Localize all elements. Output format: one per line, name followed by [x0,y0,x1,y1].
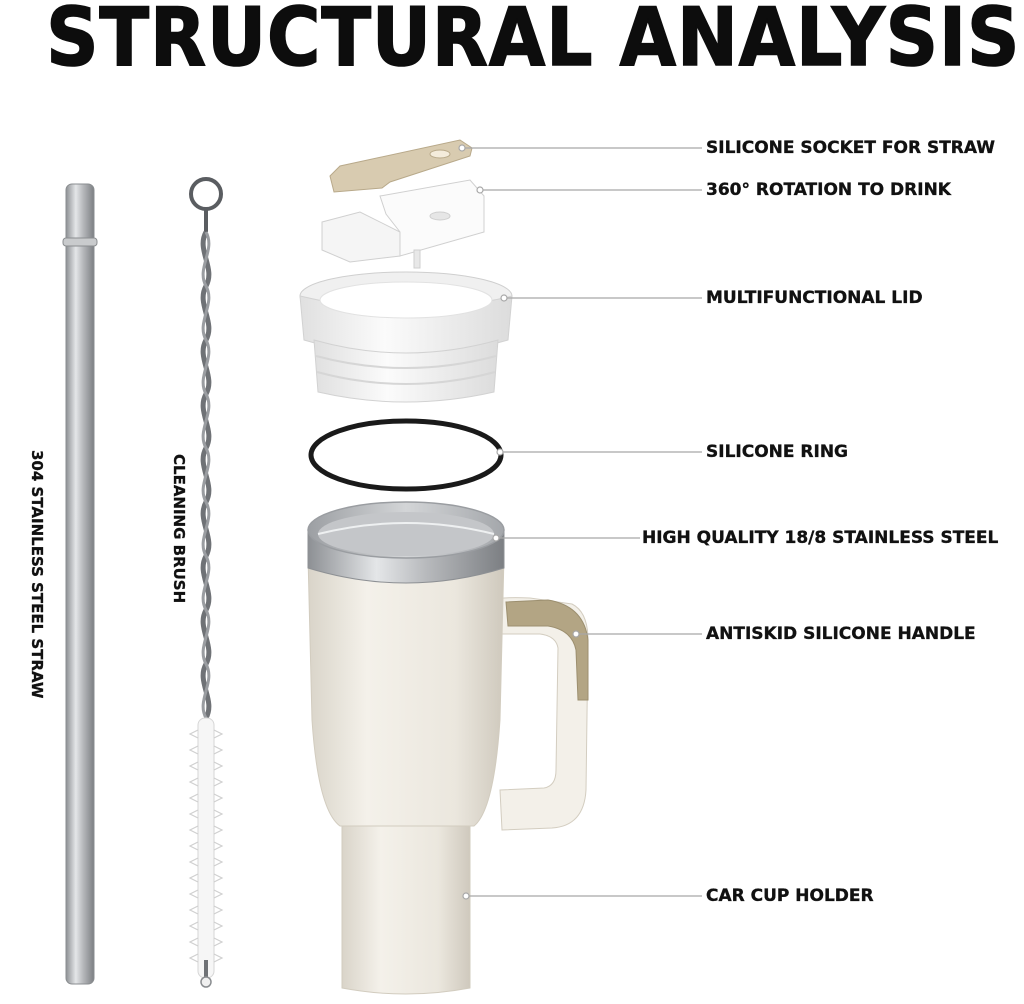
cleaning-brush [188,177,224,988]
straw-label: 304 STAINLESS STEEL STRAW [28,450,46,699]
silicone-ring [308,418,504,492]
leader-lines [462,147,702,897]
callout-lid: MULTIFUNCTIONAL LID [706,288,923,308]
brush-label: CLEANING BRUSH [170,454,188,604]
callout-silicone-ring: SILICONE RING [706,442,849,462]
page-title: STRUCTURAL ANALYSIS [45,0,1021,84]
leader-dots [458,144,580,900]
callout-cup-holder: CAR CUP HOLDER [706,886,874,906]
multifunctional-lid [299,271,513,403]
callout-handle: ANTISKID SILICONE HANDLE [706,624,976,644]
tumbler-cup [307,501,589,995]
silicone-socket [329,139,473,193]
callout-silicone-socket: SILICONE SOCKET FOR STRAW [706,138,996,158]
callout-rotation: 360° ROTATION TO DRINK [706,180,951,200]
steel-straw [62,183,98,985]
rotation-slider [321,179,485,269]
callout-stainless-steel: HIGH QUALITY 18/8 STAINLESS STEEL [642,528,999,548]
